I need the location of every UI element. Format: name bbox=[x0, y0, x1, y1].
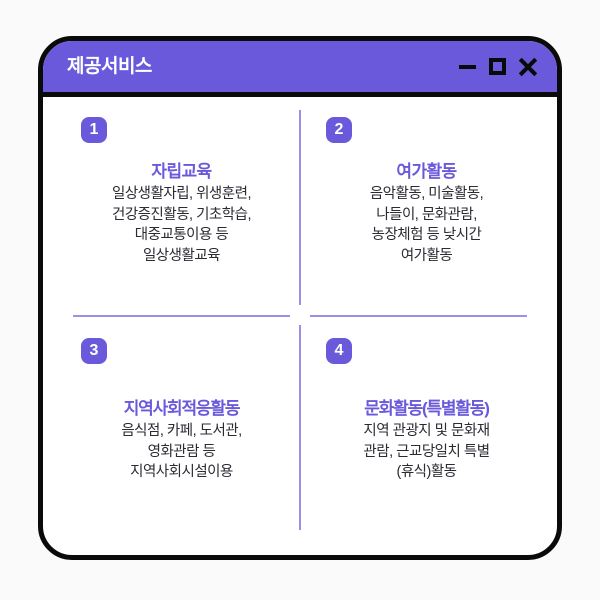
service-desc-line: 음식점, 카페, 도서관, bbox=[121, 423, 242, 440]
minimize-icon[interactable] bbox=[459, 64, 476, 69]
service-body-4: 문화활동(특별활동) 지역 관광지 및 문화재 관람, 근교당일치 특별 (휴식… bbox=[326, 398, 527, 483]
service-desc-line: 여가활동 bbox=[400, 247, 453, 264]
service-desc-line: 건강증진활동, 기초학습, bbox=[112, 206, 252, 223]
service-desc-4: 지역 관광지 및 문화재 관람, 근교당일치 특별 (휴식)활동 bbox=[326, 421, 527, 483]
service-badge-2: 2 bbox=[326, 117, 352, 143]
service-title-2: 여가활동 bbox=[396, 162, 457, 181]
service-desc-line: 지역사회시설이용 bbox=[130, 464, 233, 481]
service-desc-line: 관람, 근교당일치 특별 bbox=[363, 443, 490, 460]
divider-horizontal-left bbox=[73, 315, 290, 317]
service-body-2: 여가활동 음악활동, 미술활동, 나들이, 문화관람, 농장체험 등 낮시간 여… bbox=[326, 161, 527, 267]
service-desc-3: 음식점, 카페, 도서관, 영화관람 등 지역사회시설이용 bbox=[81, 421, 282, 483]
service-body-3: 지역사회적응활동 음식점, 카페, 도서관, 영화관람 등 지역사회시설이용 bbox=[81, 398, 282, 483]
service-desc-line: 영화관람 등 bbox=[147, 443, 216, 460]
divider-vertical-bottom bbox=[299, 325, 301, 530]
service-title-4: 문화활동(특별활동) bbox=[364, 399, 490, 418]
service-desc-line: 일상생활자립, 위생훈련, bbox=[112, 186, 252, 203]
service-item-2[interactable]: 2 여가활동 음악활동, 미술활동, 나들이, 문화관람, 농장체험 등 낮시간… bbox=[300, 111, 545, 328]
service-title-3: 지역사회적응활동 bbox=[123, 399, 241, 418]
service-desc-line: 나들이, 문화관람, bbox=[376, 206, 477, 223]
service-desc-2: 음악활동, 미술활동, 나들이, 문화관람, 농장체험 등 낮시간 여가활동 bbox=[326, 184, 527, 266]
service-body-1: 자립교육 일상생활자립, 위생훈련, 건강증진활동, 기초학습, 대중교통이용 … bbox=[81, 161, 282, 267]
close-icon[interactable] bbox=[519, 58, 537, 76]
service-desc-line: 일상생활교육 bbox=[142, 247, 221, 264]
service-title-1: 자립교육 bbox=[151, 162, 212, 181]
window-controls bbox=[459, 58, 537, 76]
divider-vertical-top bbox=[299, 110, 301, 305]
service-badge-4: 4 bbox=[326, 338, 352, 364]
service-window: 제공서비스 1 자립교육 일상생활자립, 위생훈련, 건강증진활동, 기초학습, bbox=[38, 36, 562, 560]
window-title: 제공서비스 bbox=[67, 56, 152, 77]
service-item-3[interactable]: 3 지역사회적응활동 음식점, 카페, 도서관, 영화관람 등 지역사회시설이용 bbox=[55, 328, 300, 545]
service-grid: 1 자립교육 일상생활자립, 위생훈련, 건강증진활동, 기초학습, 대중교통이… bbox=[43, 97, 557, 555]
service-desc-line: 음악활동, 미술활동, bbox=[369, 186, 484, 203]
service-desc-line: 지역 관광지 및 문화재 bbox=[363, 423, 490, 440]
service-desc-line: 농장체험 등 낮시간 bbox=[371, 227, 482, 244]
service-desc-line: (휴식)활동 bbox=[396, 464, 457, 481]
window-titlebar: 제공서비스 bbox=[43, 41, 557, 97]
service-item-4[interactable]: 4 문화활동(특별활동) 지역 관광지 및 문화재 관람, 근교당일치 특별 (… bbox=[300, 328, 545, 545]
service-badge-1: 1 bbox=[81, 117, 107, 143]
service-desc-1: 일상생활자립, 위생훈련, 건강증진활동, 기초학습, 대중교통이용 등 일상생… bbox=[81, 184, 282, 266]
maximize-icon[interactable] bbox=[489, 58, 506, 75]
service-badge-3: 3 bbox=[81, 338, 107, 364]
service-item-1[interactable]: 1 자립교육 일상생활자립, 위생훈련, 건강증진활동, 기초학습, 대중교통이… bbox=[55, 111, 300, 328]
divider-horizontal-right bbox=[310, 315, 527, 317]
service-desc-line: 대중교통이용 등 bbox=[134, 227, 229, 244]
